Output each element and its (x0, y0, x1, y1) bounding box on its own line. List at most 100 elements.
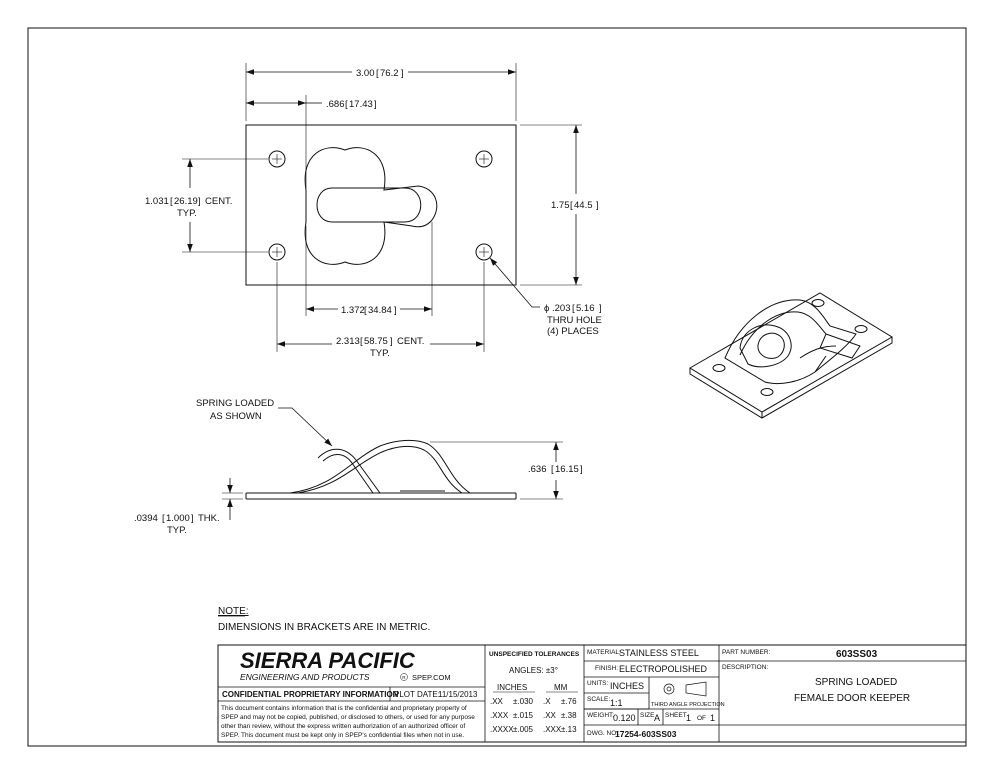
plate-outline (245, 124, 517, 286)
mount-hole-bl (268, 243, 286, 261)
svg-text:]: ] (580, 464, 583, 475)
svg-text:]: ] (390, 336, 393, 347)
tol-mm-fmt-2: .XX (543, 711, 557, 720)
dim-slot-offset-mm: 17.43 (349, 99, 373, 110)
isometric-view (689, 292, 893, 419)
dwg-label: DWG. NO.: (587, 730, 620, 737)
description-line-1: SPRING LOADED (815, 677, 897, 688)
svg-text:[: [ (170, 196, 173, 207)
size-label: SIZE (640, 712, 655, 719)
dim-overall-height-mm: 44.5 (574, 200, 593, 211)
inches-header: INCHES (497, 683, 527, 692)
tol-mm-tol-3: ±.13 (561, 725, 577, 734)
sheet-border (27, 27, 967, 747)
tol-in-fmt-3: .XXXX (490, 725, 514, 734)
svg-text:]: ] (599, 303, 602, 314)
spring-note-2: AS SHOWN (210, 411, 262, 422)
dim-slot-offset: .686 (326, 99, 345, 110)
dim-slot-width-mm: 34.84 (368, 305, 392, 316)
confidential-line-1: This document contains information that … (221, 705, 467, 712)
tol-mm-tol-2: ±.38 (561, 711, 577, 720)
company-sub: ENGINEERING AND PRODUCTS (240, 672, 370, 682)
dim-hole-horizontal: 2.313 (336, 336, 360, 347)
svg-text:[: [ (162, 513, 165, 524)
company-name: SIERRA PACIFIC (240, 648, 416, 673)
svg-text:]: ] (596, 200, 599, 211)
dim-hole-horizontal-mm: 58.75 (364, 336, 388, 347)
tol-mm-tol-1: ±.76 (561, 697, 577, 706)
sheet-value: 1 (686, 713, 691, 723)
svg-text:]: ] (374, 99, 377, 110)
dim-hole-dia: .203 (552, 303, 571, 314)
dim-thickness: .0394 (134, 513, 158, 524)
dim-hole-horizontal-suffix: CENT. (397, 336, 424, 347)
angles: ANGLES: ±3° (509, 666, 558, 675)
mount-hole-br (475, 243, 493, 261)
weight-value: 0.120 (613, 713, 636, 723)
dim-hole-note-1: THRU HOLE (547, 315, 602, 326)
keyhole-outline (304, 147, 438, 265)
finish-value: ELECTROPOLISHED (619, 664, 708, 674)
tol-in-tol-2: ±.015 (513, 711, 534, 720)
svg-text:[: [ (376, 68, 379, 79)
projection-label: THIRD ANGLE PROJECTION (651, 702, 725, 708)
dim-hole-note-2: (4) PLACES (547, 326, 599, 337)
dim-overall-height: 1.75 (551, 200, 570, 211)
tolerances-label: UNSPECIFIED TOLERANCES (489, 651, 580, 658)
tol-mm-fmt-3: .XXX (543, 725, 562, 734)
finish-label: FINISH: (595, 665, 618, 672)
third-angle-projection-icon (663, 681, 707, 697)
confidential-line-4: SPEP. This document must be kept only in… (221, 732, 464, 739)
confidential-label: CONFIDENTIAL PROPRIETARY INFORMATION (222, 690, 399, 699)
side-view: SPRING LOADED AS SHOWN .636 [ 16.15 ] .0… (134, 398, 583, 536)
dim-thickness-typ: TYP. (167, 525, 187, 536)
dim-hole-vertical-typ: TYP. (177, 208, 197, 219)
material-value: STAINLESS STEEL (619, 648, 699, 658)
dim-side-height: .636 (528, 464, 547, 475)
dim-thickness-mm: 1.000 (166, 513, 190, 524)
note-heading: NOTE: (218, 606, 249, 617)
part-number: 603SS03 (836, 649, 878, 660)
top-view: 3.00 [ 76.2 ] .686 [ 17.43 ] 1.031 [ 26.… (145, 63, 602, 359)
confidential-line-2: SPEP and may not be copied, published, o… (221, 714, 475, 721)
sheet-total: 1 (710, 713, 715, 723)
tol-mm-fmt-1: .X (543, 697, 551, 706)
spring-note-1: SPRING LOADED (196, 398, 274, 409)
description-line-2: FEMALE DOOR KEEPER (794, 693, 910, 704)
dim-hole-vertical-suffix: CENT. (205, 196, 232, 207)
sheet-label: SHEET (665, 712, 687, 719)
svg-text:[: [ (572, 303, 575, 314)
tol-in-tol-1: ±.030 (513, 697, 534, 706)
tol-in-fmt-1: .XX (490, 697, 504, 706)
mount-hole-tr (475, 150, 493, 168)
svg-text:]: ] (198, 196, 201, 207)
units-label: UNITS: (587, 680, 609, 687)
material-label: MATERIAL: (587, 649, 621, 656)
size-value: A (654, 713, 660, 723)
keyhole-slot (316, 187, 422, 223)
svg-text:[: [ (360, 336, 363, 347)
plot-date: 11/15/2013 (438, 690, 478, 699)
svg-text:]: ] (401, 68, 404, 79)
dim-hole-vertical-mm: 26.19 (174, 196, 198, 207)
svg-text:[: [ (364, 305, 367, 316)
tol-in-fmt-2: .XXX (490, 711, 509, 720)
svg-text:[: [ (345, 99, 348, 110)
part-number-label: PART NUMBER: (722, 649, 771, 656)
weight-label: WEIGHT: (587, 712, 614, 719)
dim-thickness-suffix: THK. (198, 513, 220, 524)
title-block: SIERRA PACIFIC ENGINEERING AND PRODUCTS … (217, 644, 967, 743)
scale-value: 1:1 (610, 698, 623, 708)
scale-label: SCALE: (587, 696, 610, 703)
dim-hole-horizontal-typ: TYP. (370, 348, 390, 359)
dim-overall-width-mm: 76.2 (380, 68, 399, 79)
dwg-number: 17254-603SS03 (615, 729, 677, 739)
dim-hole-dia-mm: 5.16 (576, 303, 595, 314)
svg-text:]: ] (191, 513, 194, 524)
dim-hole-vertical: 1.031 (145, 196, 169, 207)
note-body: DIMENSIONS IN BRACKETS ARE IN METRIC. (218, 622, 430, 633)
dim-slot-width: 1.372 (341, 305, 365, 316)
of-label: OF (697, 715, 706, 722)
